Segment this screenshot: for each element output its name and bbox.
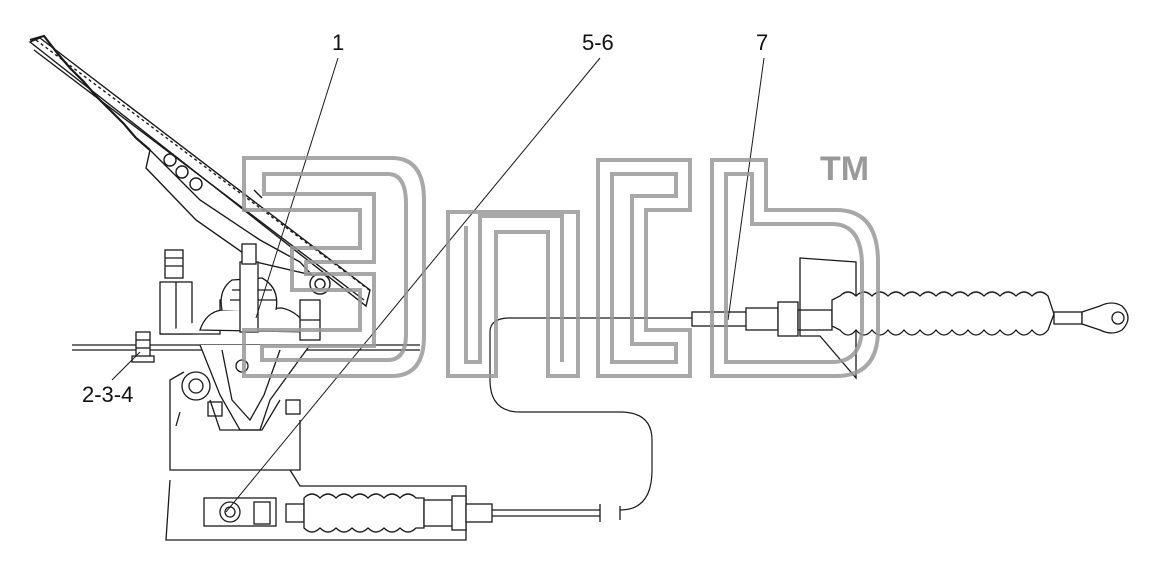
callout-part-7: 7 — [756, 30, 768, 55]
watermark-tm: TM — [820, 150, 869, 188]
lower-cable-assembly — [165, 469, 621, 541]
leader-2-3-4 — [111, 351, 141, 381]
leader-1 — [255, 57, 339, 319]
leader-5-6 — [225, 57, 601, 513]
callout-part-1: 1 — [332, 30, 344, 55]
pedal-arm — [28, 34, 373, 308]
cable-loop — [489, 317, 692, 511]
leader-7 — [727, 57, 765, 321]
leader-lines — [111, 57, 765, 513]
callout-part-5-6: 5-6 — [582, 30, 614, 55]
lower-housing — [169, 371, 301, 471]
callout-part-2-3-4: 2-3-4 — [82, 382, 133, 407]
master-cylinder — [199, 243, 321, 431]
watermark-logo — [242, 156, 880, 378]
upper-cable-assembly — [691, 257, 1129, 380]
mounting-bolt — [131, 331, 155, 363]
